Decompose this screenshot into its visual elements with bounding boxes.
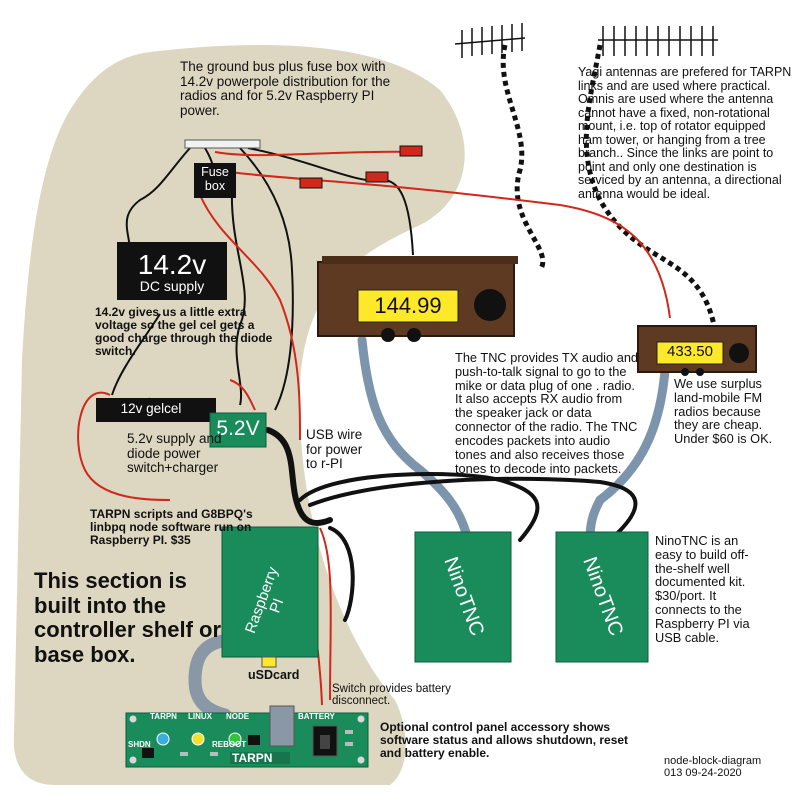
radio1-tnc-cable: [357, 335, 473, 545]
yagi-antenna-right: [598, 26, 718, 56]
yagi-antenna-left: [454, 23, 526, 58]
fuse-box: [194, 163, 236, 198]
radio2-frequency: 433.50: [667, 343, 713, 360]
radios-note: We use surplus land-mobile FM radios bec…: [674, 376, 773, 447]
supply-note: 14.2v gives us a little extra voltage so…: [95, 305, 273, 358]
led-tarpn-indicator: [156, 732, 170, 746]
usb-cable-power: [265, 427, 333, 526]
led-linux-indicator: [191, 732, 205, 746]
usd-card-slot: [261, 656, 277, 668]
dc-supply-label: DC supply: [139, 278, 205, 294]
usb-cable-pi-loop: [328, 526, 355, 622]
panel-node-label: NODE: [226, 712, 250, 721]
gelcel-box: [96, 398, 216, 422]
dc-supply-volts: 14.2v: [137, 249, 207, 280]
radio-433: [637, 325, 757, 376]
ground-bus-bar: [184, 139, 261, 149]
fuse-box-label: Fuse box: [201, 165, 229, 193]
radio2-tnc-cable: [585, 365, 670, 545]
antenna-coax-right: [583, 44, 718, 331]
footer-note: node-block-diagram 013 09-24-2020: [664, 755, 762, 779]
led-node-indicator: [228, 732, 242, 746]
reboot-button: [248, 735, 260, 745]
panel-brand: TARPN: [232, 751, 273, 765]
section-note: This section is built into the controlle…: [34, 568, 222, 667]
reg-5v-label: 5.2V: [216, 417, 260, 440]
powerpole-connector-1: [399, 145, 423, 157]
usb-note: USB wire for power to r-PI: [306, 427, 363, 472]
supply-5v-note: 5.2v supply and diode power switch+charg…: [127, 431, 222, 476]
radio1-frequency: 144.99: [374, 293, 442, 318]
radio-144: [317, 256, 518, 342]
gelcel-label: 12v gelcel: [120, 401, 182, 416]
control-panel-board: [125, 705, 369, 768]
powerpole-connector-3: [365, 171, 389, 183]
ninotnc-note: NinoTNC is an easy to build off-the-shel…: [655, 533, 750, 645]
panel-tarpn-label: TARPN: [150, 712, 177, 721]
ninotnc-board-1: [414, 531, 512, 663]
ninotnc-board-2: [555, 531, 649, 663]
panel-reboot-label: REBOOT: [212, 740, 247, 749]
shdn-button: [142, 748, 154, 758]
panel-shdn-label: SHDN: [128, 740, 151, 749]
switch-note: Switch provides battery disconnect.: [332, 683, 451, 708]
usb-cable-tnc2: [308, 476, 638, 542]
dc-supply-box: [117, 242, 227, 300]
panel-note: Optional control panel accessory shows s…: [380, 720, 629, 760]
ribbon-cable: [188, 633, 242, 722]
ground-bus-note: The ground bus plus fuse box with 14.2v …: [180, 59, 391, 118]
panel-linux-label: LINUX: [188, 712, 212, 721]
usd-card-label: uSDcard: [248, 668, 300, 682]
panel-battery-label: BATTERY: [298, 712, 335, 721]
tarpn-note: TARPN scripts and G8BPQ's linbpq node so…: [90, 507, 253, 547]
antenna-coax-left: [500, 44, 546, 272]
yagi-note: Yagi antennas are prefered for TARPN lin…: [578, 65, 792, 201]
reg-5v-box: [209, 412, 267, 448]
tnc-note: The TNC provides TX audio and push-to-ta…: [455, 350, 639, 476]
powerpole-connector-2: [299, 177, 323, 189]
